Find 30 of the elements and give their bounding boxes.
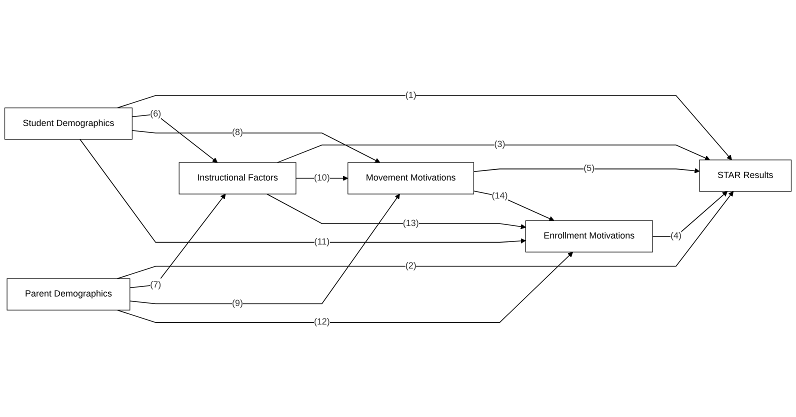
- arrow: [80, 138, 526, 244]
- arrow: [132, 113, 218, 162]
- edge-label: (9): [232, 298, 244, 308]
- edge-label: (12): [314, 316, 330, 327]
- node-box: Movement Motivations: [348, 162, 474, 194]
- edge-label: (7): [150, 278, 162, 290]
- edge-label: (4): [670, 230, 682, 240]
- node-box: Parent Demographics: [6, 278, 130, 310]
- edge-label: (3): [494, 138, 506, 150]
- node-box: Enrollment Motivations: [525, 220, 653, 252]
- edge-label: (8): [232, 126, 244, 138]
- edge-label: (1): [405, 89, 416, 100]
- edge-label: (6): [150, 108, 162, 118]
- edge-label: (2): [405, 260, 416, 270]
- node-box: Instructional Factors: [178, 162, 296, 194]
- arrow: [652, 190, 728, 236]
- node-box: Student Demographics: [4, 107, 132, 140]
- edge-label: (11): [314, 236, 330, 246]
- arrow: [116, 251, 574, 322]
- node-box: STAR Results: [699, 159, 792, 192]
- edge-label: (5): [584, 162, 595, 174]
- arrow: [130, 193, 400, 304]
- edge-label: (10): [314, 172, 330, 182]
- arrow: [130, 193, 226, 288]
- arrow: [473, 168, 700, 173]
- arrow: [132, 130, 380, 162]
- edge-label: (13): [402, 218, 419, 228]
- edge-label: (14): [492, 190, 508, 200]
- arrow: [276, 144, 710, 162]
- arrow: [266, 193, 526, 229]
